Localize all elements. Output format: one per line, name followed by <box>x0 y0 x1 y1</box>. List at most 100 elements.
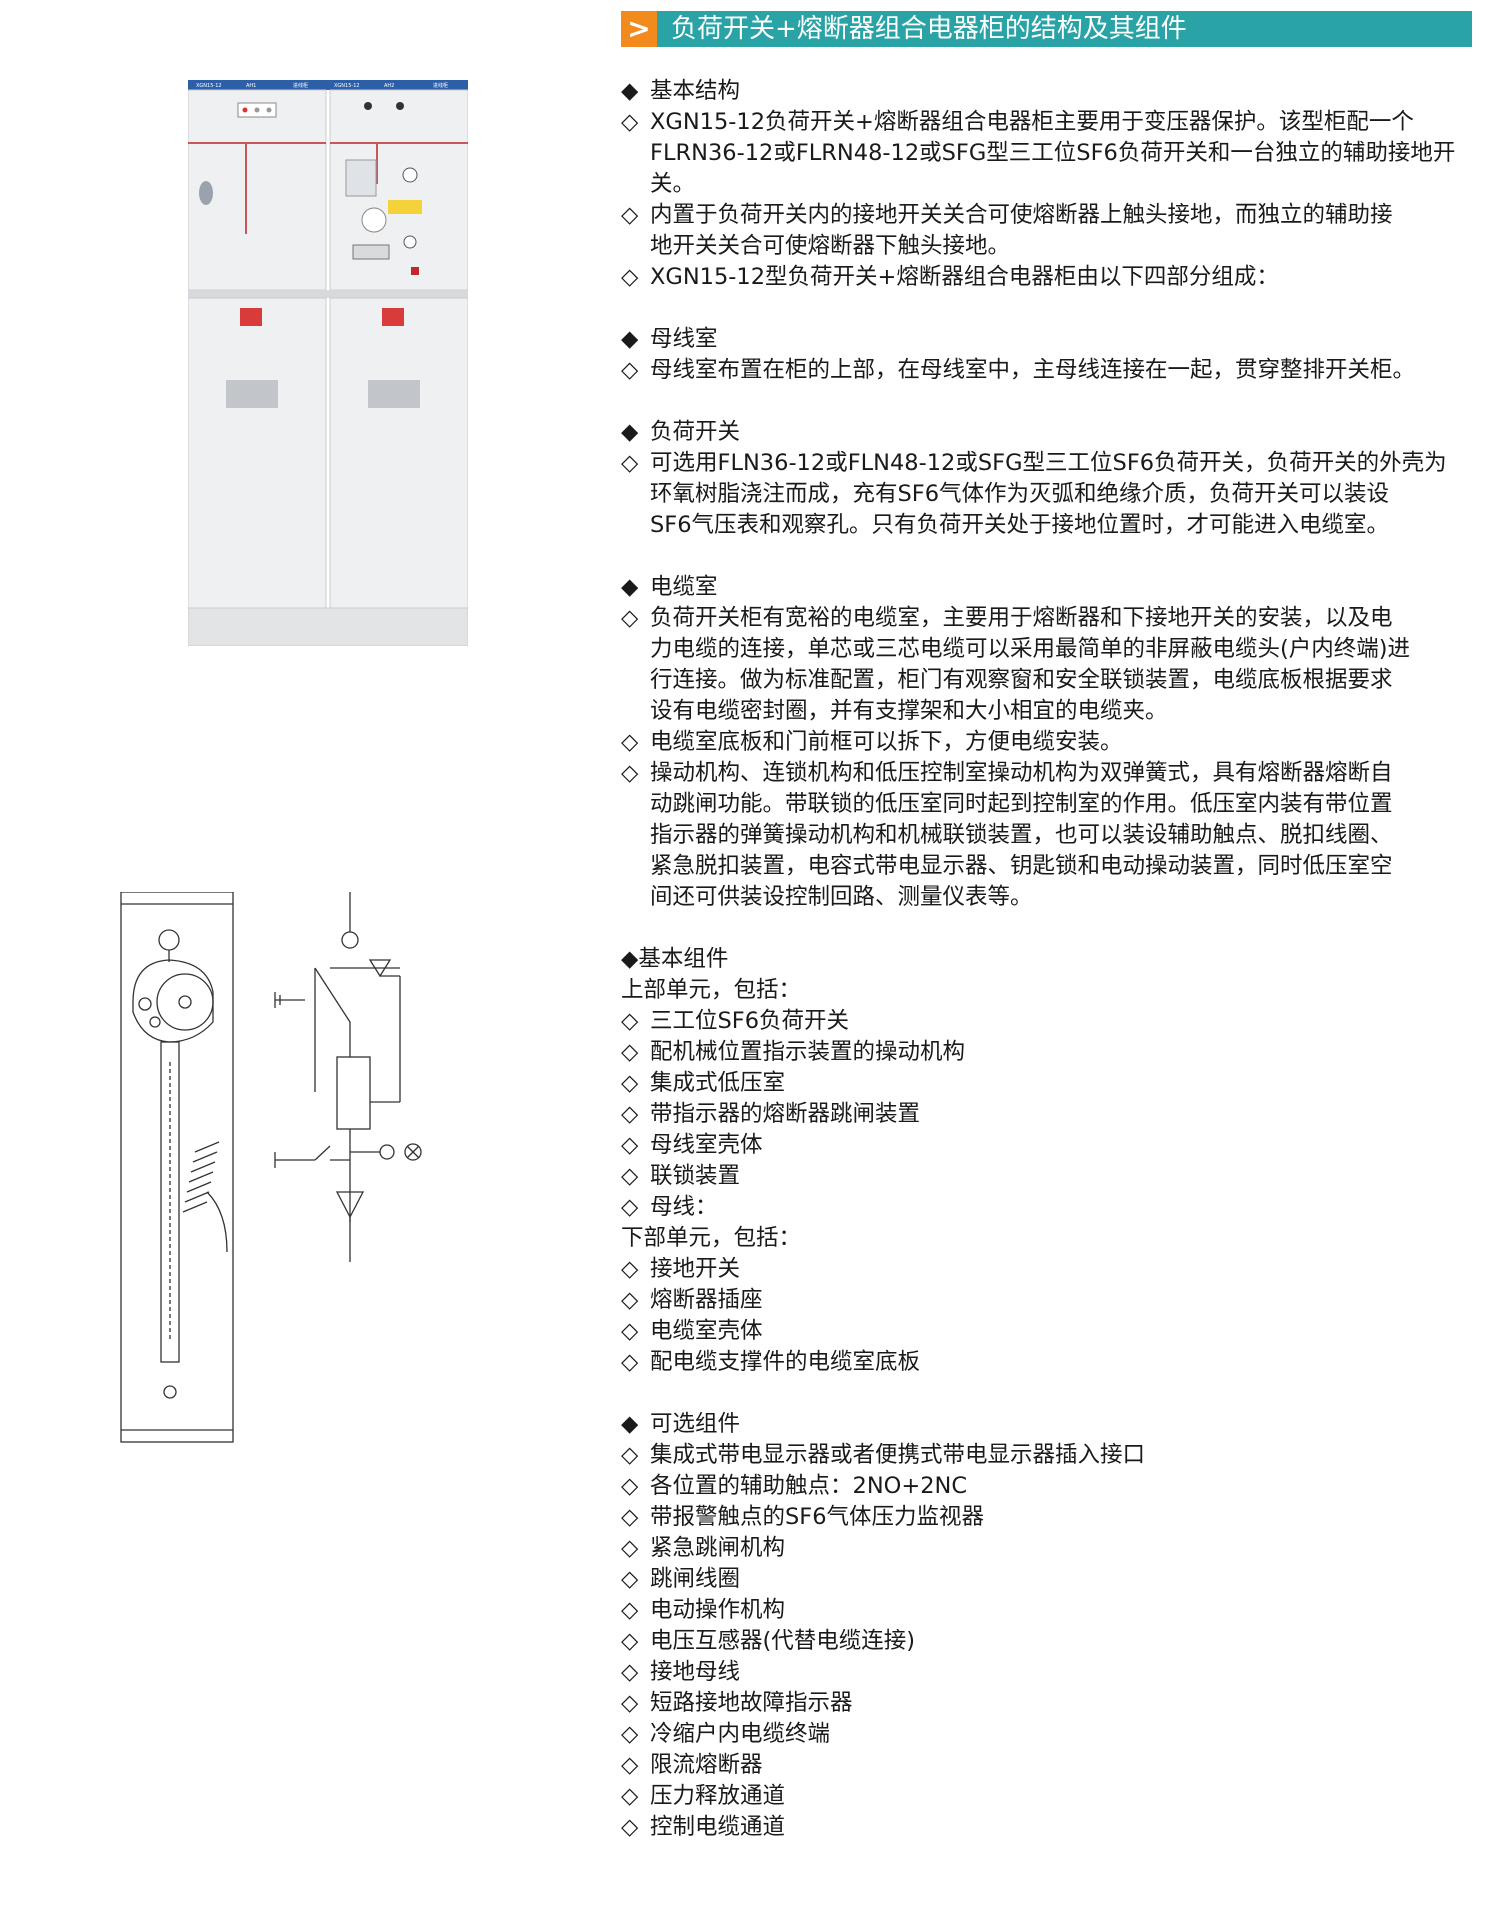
diamond-outline-icon: ◇ <box>621 1814 639 1840</box>
list-item-continuation: 力电缆的连接，单芯或三芯电缆可以采用最简单的非屏蔽电缆头(户内终端)进 <box>650 636 1411 662</box>
list-item: ◇配机械位置指示装置的操动机构 <box>621 1037 1481 1068</box>
subsection-label: 下部单元，包括： <box>621 1225 802 1251</box>
list-item: ◇集成式带电显示器或者便携式带电显示器插入接口 <box>621 1440 1481 1471</box>
cabinet-label-right-code: AH2 <box>384 83 394 89</box>
list-item: ◇电动操作机构 <box>621 1595 1481 1626</box>
diamond-outline-icon: ◇ <box>621 1535 639 1561</box>
list-item: ◇限流熔断器 <box>621 1750 1481 1781</box>
section-basic-components: ◆基本组件 上部单元，包括： ◇三工位SF6负荷开关 ◇配机械位置指示装置的操动… <box>621 944 1481 1378</box>
diamond-outline-icon: ◇ <box>621 1628 639 1654</box>
diamond-outline-icon: ◇ <box>621 605 639 631</box>
list-item: ◇内置于负荷开关内的接地开关关合可使熔断器上触头接地，而独立的辅助接 <box>621 200 1481 231</box>
diamond-outline-icon: ◇ <box>621 357 639 383</box>
diamond-filled-icon: ◆ <box>621 1411 639 1437</box>
diamond-outline-icon: ◇ <box>621 1566 639 1592</box>
list-item: ◇三工位SF6负荷开关 <box>621 1006 1481 1037</box>
list-item: ◇各位置的辅助触点：2NO+2NC <box>621 1471 1481 1502</box>
switchgear-cabinet-photo: XGN15-12 AH1 进线柜 XGN15-12 AH2 进线柜 <box>188 80 468 646</box>
section-optional-components: ◆可选组件 ◇集成式带电显示器或者便携式带电显示器插入接口 ◇各位置的辅助触点：… <box>621 1409 1481 1843</box>
cabinet-label-right-model: XGN15-12 <box>334 83 360 89</box>
list-item: ◇母线： <box>621 1192 1481 1223</box>
diamond-outline-icon: ◇ <box>621 1070 639 1096</box>
list-item: ◇可选用FLN36-12或FLN48-12或SFG型三工位SF6负荷开关，负荷开… <box>621 448 1481 479</box>
list-item-continuation: 动跳闸功能。带联锁的低压室同时起到控制室的作用。低压室内装有带位置 <box>650 791 1393 817</box>
diamond-filled-icon: ◆ <box>621 78 639 104</box>
diamond-outline-icon: ◇ <box>621 1194 639 1220</box>
section-title: ◆电缆室 <box>621 572 1481 603</box>
list-item: ◇接地母线 <box>621 1657 1481 1688</box>
list-item-continuation: 环氧树脂浇注而成，充有SF6气体作为灭弧和绝缘介质，负荷开关可以装设 <box>650 481 1390 507</box>
diamond-outline-icon: ◇ <box>621 1132 639 1158</box>
diamond-outline-icon: ◇ <box>621 1287 639 1313</box>
diamond-outline-icon: ◇ <box>621 1597 639 1623</box>
diamond-outline-icon: ◇ <box>621 1101 639 1127</box>
list-item-continuation: 关。 <box>650 171 696 197</box>
list-item: ◇电压互感器(代替电缆连接) <box>621 1626 1481 1657</box>
list-item: ◇短路接地故障指示器 <box>621 1688 1481 1719</box>
section-title: ◆母线室 <box>621 324 1481 355</box>
diamond-outline-icon: ◇ <box>621 1473 639 1499</box>
diamond-outline-icon: ◇ <box>621 1039 639 1065</box>
section-basic-structure: ◆基本结构 ◇XGN15-12负荷开关+熔断器组合电器柜主要用于变压器保护。该型… <box>621 76 1481 293</box>
section-title: ◆基本组件 <box>621 946 729 972</box>
list-item: ◇联锁装置 <box>621 1161 1481 1192</box>
section-title: ◆负荷开关 <box>621 417 1481 448</box>
list-item: ◇操动机构、连锁机构和低压控制室操动机构为双弹簧式，具有熔断器熔断自 <box>621 758 1481 789</box>
list-item: ◇紧急跳闸机构 <box>621 1533 1481 1564</box>
list-item-continuation: 间还可供装设控制回路、测量仪表等。 <box>650 884 1033 910</box>
cabinet-label-left-model: XGN15-12 <box>196 83 222 89</box>
diamond-outline-icon: ◇ <box>621 109 639 135</box>
list-item: ◇母线室布置在柜的上部，在母线室中，主母线连接在一起，贯穿整排开关柜。 <box>621 355 1481 386</box>
section-title: ◆可选组件 <box>621 1409 1481 1440</box>
list-item: ◇冷缩户内电缆终端 <box>621 1719 1481 1750</box>
list-item: ◇XGN15-12负荷开关+熔断器组合电器柜主要用于变压器保护。该型柜配一个 <box>621 107 1481 138</box>
diamond-outline-icon: ◇ <box>621 264 639 290</box>
list-item: ◇接地开关 <box>621 1254 1481 1285</box>
list-item: ◇熔断器插座 <box>621 1285 1481 1316</box>
list-item: ◇配电缆支撑件的电缆室底板 <box>621 1347 1481 1378</box>
cabinet-label-left-code: AH1 <box>246 83 256 89</box>
list-item-continuation: 地开关关合可使熔断器下触头接地。 <box>650 233 1011 259</box>
cabinet-label-right-name: 进线柜 <box>433 82 448 89</box>
list-item: ◇母线室壳体 <box>621 1130 1481 1161</box>
diamond-outline-icon: ◇ <box>621 1318 639 1344</box>
diamond-outline-icon: ◇ <box>621 1504 639 1530</box>
cabinet-label-left-name: 进线柜 <box>293 82 308 89</box>
list-item-continuation: SF6气压表和观察孔。只有负荷开关处于接地位置时，才可能进入电缆室。 <box>650 512 1390 538</box>
diamond-outline-icon: ◇ <box>621 202 639 228</box>
diamond-outline-icon: ◇ <box>621 1442 639 1468</box>
list-item-continuation: 设有电缆密封圈，并有支撑架和大小相宜的电缆夹。 <box>650 698 1168 724</box>
diamond-outline-icon: ◇ <box>621 1752 639 1778</box>
section-title: ◆基本结构 <box>621 76 1481 107</box>
diamond-filled-icon: ◆ <box>621 419 639 445</box>
diamond-outline-icon: ◇ <box>621 1783 639 1809</box>
list-item: ◇带指示器的熔断器跳闸装置 <box>621 1099 1481 1130</box>
list-item-continuation: FLRN36-12或FLRN48-12或SFG型三工位SF6负荷开关和一台独立的… <box>650 140 1456 166</box>
diamond-outline-icon: ◇ <box>621 729 639 755</box>
section-header: > 负荷开关+熔断器组合电器柜的结构及其组件 <box>621 11 1472 47</box>
list-item: ◇XGN15-12型负荷开关+熔断器组合电器柜由以下四部分组成： <box>621 262 1481 293</box>
diamond-filled-icon: ◆ <box>621 574 639 600</box>
list-item: ◇电缆室底板和门前框可以拆下，方便电缆安装。 <box>621 727 1481 758</box>
diamond-outline-icon: ◇ <box>621 1256 639 1282</box>
diamond-outline-icon: ◇ <box>621 1008 639 1034</box>
list-item: ◇压力释放通道 <box>621 1781 1481 1812</box>
list-item: ◇负荷开关柜有宽裕的电缆室，主要用于熔断器和下接地开关的安装，以及电 <box>621 603 1481 634</box>
diamond-filled-icon: ◆ <box>621 326 639 352</box>
list-item-continuation: 行连接。做为标准配置，柜门有观察窗和安全联锁装置，电缆底板根据要求 <box>650 667 1393 693</box>
cabinet-cross-section-diagram <box>120 892 422 1443</box>
list-item: ◇带报警触点的SF6气体压力监视器 <box>621 1502 1481 1533</box>
diamond-outline-icon: ◇ <box>621 1349 639 1375</box>
diamond-outline-icon: ◇ <box>621 760 639 786</box>
section-busbar-room: ◆母线室 ◇母线室布置在柜的上部，在母线室中，主母线连接在一起，贯穿整排开关柜。 <box>621 324 1481 386</box>
list-item: ◇跳闸线圈 <box>621 1564 1481 1595</box>
section-cable-room: ◆电缆室 ◇负荷开关柜有宽裕的电缆室，主要用于熔断器和下接地开关的安装，以及电 … <box>621 572 1481 913</box>
list-item: ◇控制电缆通道 <box>621 1812 1481 1843</box>
diamond-outline-icon: ◇ <box>621 1659 639 1685</box>
subsection-label: 上部单元，包括： <box>621 977 802 1003</box>
diamond-outline-icon: ◇ <box>621 1721 639 1747</box>
diamond-outline-icon: ◇ <box>621 1163 639 1189</box>
list-item-continuation: 紧急脱扣装置，电容式带电显示器、钥匙锁和电动操动装置，同时低压室空 <box>650 853 1393 879</box>
diamond-filled-icon: ◆ <box>621 946 639 972</box>
list-item: ◇电缆室壳体 <box>621 1316 1481 1347</box>
